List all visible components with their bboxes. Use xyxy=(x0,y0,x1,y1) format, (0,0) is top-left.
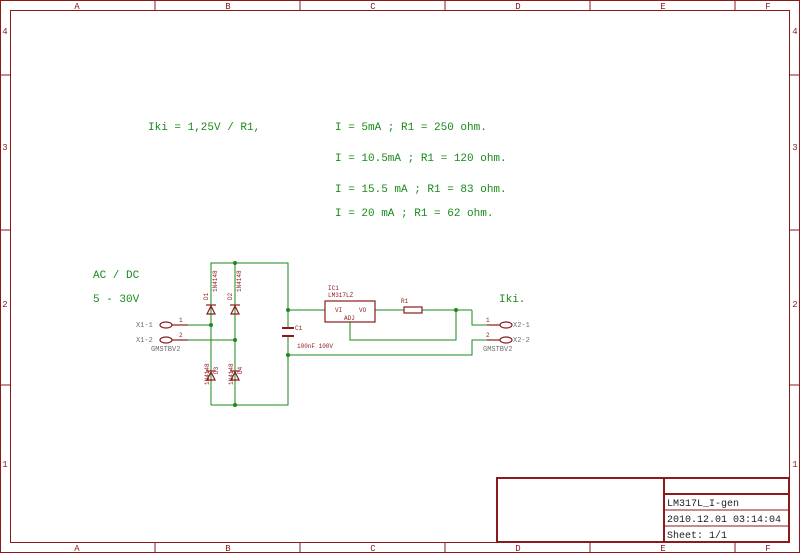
x2-2-label: X2-2 xyxy=(513,337,530,345)
junction-dot xyxy=(209,323,213,327)
zone-row-3-left: 3 xyxy=(2,143,7,153)
zone-col-a-top: A xyxy=(74,2,80,12)
zone-col-d-top: D xyxy=(515,2,520,12)
x1-pin1-number: 1 xyxy=(179,317,183,324)
ic1-value: LM317LZ xyxy=(328,292,354,299)
x1-2-label: X1-2 xyxy=(136,337,153,345)
junction-dot xyxy=(233,403,237,407)
row-dividers xyxy=(0,74,800,386)
d2-name: D2 xyxy=(227,292,234,300)
diode-d3[interactable]: D3 1N4148 xyxy=(204,363,220,385)
zone-row-3-right: 3 xyxy=(792,143,797,153)
title-block: LM317L_I-gen 2010.12.01 03:14:04 Sheet: … xyxy=(496,477,790,543)
x1-type: GMSTBV2 xyxy=(151,346,180,354)
inner-frame xyxy=(10,10,790,543)
ic1-pin-vo: VO xyxy=(359,307,367,314)
zone-col-b-top: B xyxy=(225,2,231,12)
zone-row-4-left: 4 xyxy=(2,27,7,37)
zone-col-a-bottom: A xyxy=(74,544,80,553)
diode-d2[interactable]: D2 1N4148 xyxy=(227,270,243,315)
d4-name: D4 xyxy=(237,366,244,374)
d2-value: 1N4148 xyxy=(236,270,243,292)
capacitor-c1[interactable]: C1 100nF 100V xyxy=(282,325,333,350)
x1-pin1-socket xyxy=(159,321,173,329)
title-date: 2010.12.01 03:14:04 xyxy=(667,515,781,526)
column-dividers xyxy=(154,0,736,553)
x2-pin2-socket xyxy=(499,336,513,344)
note-line-3: I = 15.5 mA ; R1 = 83 ohm. xyxy=(335,184,507,196)
d1-name: D1 xyxy=(203,292,210,300)
note-line-2: I = 10.5mA ; R1 = 120 ohm. xyxy=(335,153,507,165)
title-name: LM317L_I-gen xyxy=(667,499,739,510)
c1-value: 100nF 100V xyxy=(297,343,333,350)
note-line-4: I = 20 mA ; R1 = 62 ohm. xyxy=(335,208,493,220)
zone-col-f-top: F xyxy=(765,2,770,12)
connector-x1[interactable]: X1-1 X1-2 1 2 GMSTBV2 xyxy=(136,317,188,354)
zone-col-e-bottom: E xyxy=(660,544,665,553)
junction-dot xyxy=(454,308,458,312)
note-input-type: AC / DC xyxy=(93,270,140,282)
zone-row-2-right: 2 xyxy=(792,300,797,310)
x2-pin2-number: 2 xyxy=(486,332,490,339)
zone-col-f-bottom: F xyxy=(765,544,770,553)
zone-row-2-left: 2 xyxy=(2,300,7,310)
junction-dot xyxy=(286,308,290,312)
zone-row-1-right: 1 xyxy=(792,460,797,470)
title-sheet: Sheet: 1/1 xyxy=(667,530,727,542)
zone-row-4-right: 4 xyxy=(792,27,797,37)
zone-col-c-top: C xyxy=(370,2,376,12)
c1-name: C1 xyxy=(295,325,303,332)
junctions xyxy=(209,261,458,407)
regulator-ic1[interactable]: IC1 LM317LZ VI VO ADJ xyxy=(324,285,376,323)
zone-col-e-top: E xyxy=(660,2,665,12)
r1-name: R1 xyxy=(401,298,409,305)
diode-d4[interactable]: D4 1N4148 xyxy=(228,363,244,385)
d3-value: 1N4148 xyxy=(204,363,211,385)
d3-name: D3 xyxy=(213,366,220,374)
junction-dot xyxy=(233,338,237,342)
zone-col-d-bottom: D xyxy=(515,544,520,553)
note-line-1: I = 5mA ; R1 = 250 ohm. xyxy=(335,122,487,134)
ic1-pin-vi: VI xyxy=(335,307,342,314)
x1-1-label: X1-1 xyxy=(136,322,153,330)
ic1-name: IC1 xyxy=(328,285,339,292)
x2-pin1-number: 1 xyxy=(486,317,490,324)
diode-d1[interactable]: D1 1N4148 xyxy=(203,270,219,315)
junction-dot xyxy=(286,353,290,357)
ic1-pin-adj: ADJ xyxy=(344,315,355,322)
x2-1-label: X2-1 xyxy=(513,322,530,330)
x1-pin2-socket xyxy=(159,336,173,344)
connector-x2[interactable]: 1 2 X2-1 X2-2 GMSTBV2 xyxy=(483,317,530,354)
note-input-range: 5 - 30V xyxy=(93,294,140,306)
note-formula: Iki = 1,25V / R1, xyxy=(148,122,260,134)
zone-row-1-left: 1 xyxy=(2,460,7,470)
note-output: Iki. xyxy=(499,294,525,306)
d4-value: 1N4148 xyxy=(228,363,235,385)
zone-col-b-bottom: B xyxy=(225,544,231,553)
x1-pin2-number: 2 xyxy=(179,332,183,339)
junction-dot xyxy=(233,261,237,265)
x2-type: GMSTBV2 xyxy=(483,346,512,354)
zone-col-c-bottom: C xyxy=(370,544,376,553)
wires xyxy=(188,262,487,406)
d1-value: 1N4148 xyxy=(212,270,219,292)
x2-pin1-socket xyxy=(499,321,513,329)
resistor-r1[interactable]: R1 xyxy=(401,298,423,314)
